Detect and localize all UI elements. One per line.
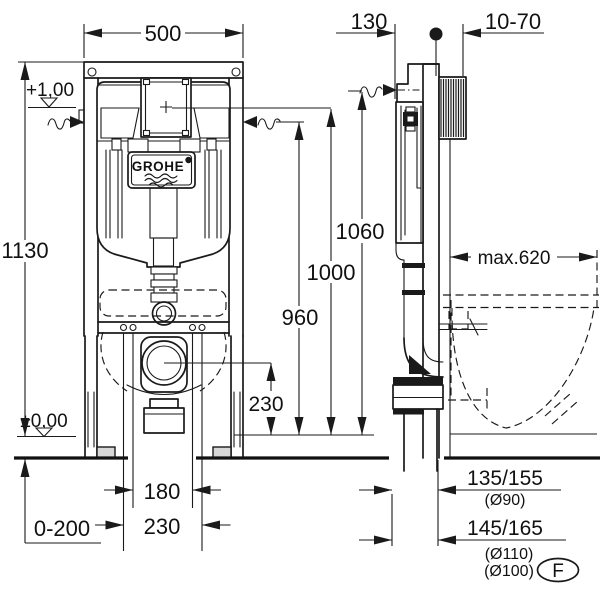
logo-dot-icon bbox=[185, 156, 192, 164]
flush-plate-window bbox=[140, 77, 331, 138]
dim-outlet-label: 230 bbox=[248, 393, 283, 416]
ceramic-bowl-dashed bbox=[443, 250, 599, 429]
wave-arrow-icon bbox=[243, 116, 257, 128]
dim-height-1130: 1130 bbox=[1, 61, 84, 436]
mounting-band-dashed bbox=[99, 289, 227, 317]
dim-130-label: 130 bbox=[351, 9, 388, 34]
dim-max620-label: max.620 bbox=[478, 248, 551, 269]
wave-arrow-icon bbox=[383, 84, 397, 96]
detail-oval-icon bbox=[536, 557, 580, 583]
dim-drain-135-155: 135/155 (Ø90) bbox=[359, 460, 561, 546]
screw-icon bbox=[231, 67, 241, 77]
floor-lines bbox=[14, 433, 600, 460]
bowl-fixing-rod bbox=[438, 318, 488, 336]
brand-logo-text: GROHE bbox=[132, 159, 185, 174]
dim-drain2-label: 145/165 bbox=[467, 517, 543, 540]
outlet-bend-front bbox=[100, 331, 271, 395]
dim-pipe-spacing-230: 230 bbox=[95, 514, 231, 539]
level-triangle-icon bbox=[39, 97, 59, 108]
anchor-hatch bbox=[440, 79, 465, 137]
dim-width-label: 500 bbox=[145, 21, 182, 46]
dim-adjust-label: 0-200 bbox=[34, 516, 90, 541]
bowl-outline-dashed bbox=[100, 331, 227, 392]
elbow-hatch-icon bbox=[409, 355, 431, 374]
drain-connector bbox=[143, 398, 185, 434]
dim-drain-145-165: 145/165 (Ø110) (Ø100) F bbox=[359, 517, 580, 583]
supply-point-icon bbox=[429, 27, 443, 41]
logo-waves-icon bbox=[144, 173, 178, 188]
center-cross-icon bbox=[160, 101, 172, 113]
wave-icon bbox=[359, 86, 383, 98]
foot-plate bbox=[212, 446, 232, 459]
mounting-rods bbox=[122, 333, 203, 551]
dim-wall-distance: 10-70 bbox=[462, 9, 544, 76]
dim-outlet-230: 230 bbox=[248, 363, 284, 435]
dim-max-620: max.620 bbox=[450, 248, 597, 269]
dim-height-label: 1130 bbox=[1, 238, 48, 263]
flush-pipe-side bbox=[402, 242, 444, 378]
height-dimensions: 230 960 1000 1060 bbox=[248, 90, 385, 435]
dim-drain1-dia-label: (Ø90) bbox=[485, 492, 526, 509]
dim-drain2-dia1-label: (Ø110) bbox=[485, 546, 534, 563]
level-floor-label: ±0,00 bbox=[20, 411, 67, 432]
screw-icon bbox=[87, 67, 97, 77]
dim-180-label: 180 bbox=[144, 479, 181, 504]
dim-frame-depth-130: 130 bbox=[336, 9, 396, 99]
frame-legs bbox=[84, 335, 244, 459]
arrow-right-icon bbox=[225, 28, 243, 38]
brand-plate: GROHE bbox=[127, 151, 196, 189]
detail-mark-label: F bbox=[552, 561, 564, 582]
side-level-mark bbox=[359, 84, 423, 98]
dim-floor-adjust: 0-200 bbox=[20, 459, 101, 544]
cistern-side bbox=[395, 101, 424, 261]
panel-cutout bbox=[100, 107, 140, 139]
dim-960-label: 960 bbox=[282, 305, 319, 330]
level-top-label: +1,00 bbox=[26, 80, 74, 101]
wave-arrow-icon bbox=[70, 116, 84, 128]
dim-1060-label: 1060 bbox=[336, 219, 385, 244]
outlet-side bbox=[392, 377, 444, 472]
side-view: 130 10-70 bbox=[336, 9, 599, 583]
wave-icon bbox=[47, 118, 71, 130]
crossbar bbox=[97, 321, 230, 334]
dim-drain1-label: 135/155 bbox=[467, 467, 543, 490]
dim-960: 960 bbox=[276, 121, 319, 435]
dim-rod-spacing-180: 180 bbox=[104, 479, 221, 504]
arrow-left-icon bbox=[84, 28, 102, 38]
level-marks: +1,00 ±0,00 bbox=[20, 80, 281, 438]
level-triangle-icon bbox=[34, 427, 54, 438]
water-supply-mark bbox=[429, 27, 443, 76]
dim-10-70-label: 10-70 bbox=[485, 9, 541, 34]
wave-icon bbox=[257, 118, 281, 130]
dim-1000: 1000 bbox=[307, 109, 356, 435]
foot-plate bbox=[96, 446, 116, 459]
dim-230-bottom-label: 230 bbox=[144, 514, 181, 539]
dim-1060: 1060 bbox=[336, 90, 385, 435]
dim-drain2-dia2-label: (Ø100) bbox=[484, 563, 534, 580]
dim-1000-label: 1000 bbox=[307, 260, 356, 285]
front-view: 500 bbox=[1, 21, 331, 551]
dim-width-500: 500 bbox=[83, 21, 244, 58]
